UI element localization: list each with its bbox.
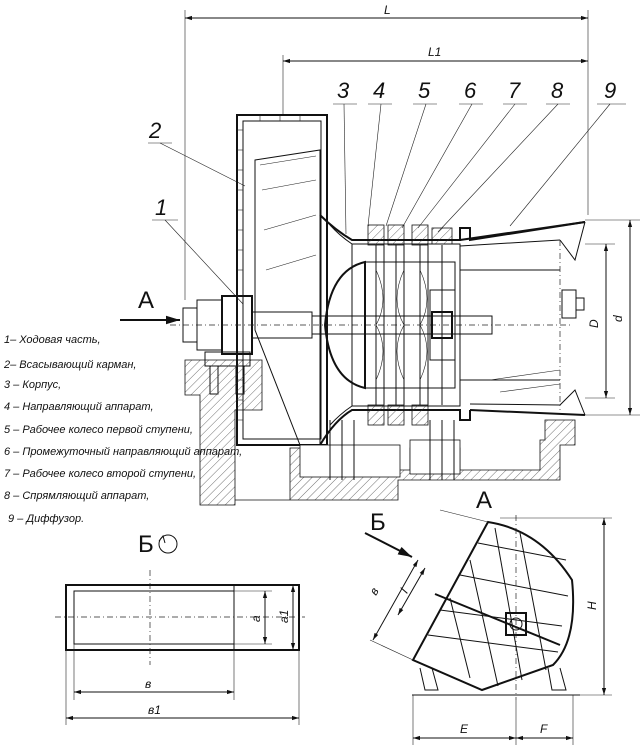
dimension-L: L <box>184 3 589 300</box>
dimension-L1: L1 <box>282 45 588 115</box>
view-arrow-A: A <box>120 287 180 325</box>
dim-L1-label: L1 <box>428 45 441 59</box>
legend-item-3: 3 – Корпус, <box>4 379 61 391</box>
legend-item-8: 8 – Спрямляющий аппарат, <box>4 490 149 502</box>
dim-L-label: L <box>384 3 391 17</box>
rotation-arrow-icon <box>158 534 166 544</box>
view-A: А Б в l <box>364 487 612 745</box>
dim-a1-label: a1 <box>277 610 291 623</box>
rotation-circle-icon <box>158 534 178 554</box>
legend: 1– Ходовая часть, 2– Всасывающий карман,… <box>3 334 242 525</box>
callout-9: 9 <box>604 78 616 103</box>
dim-H-label: H <box>585 601 599 610</box>
view-arrow-A-label: A <box>138 287 154 314</box>
housing <box>319 214 586 446</box>
dim-l-label: l <box>397 586 411 596</box>
callout-7: 7 <box>508 78 521 103</box>
foundation <box>184 359 576 506</box>
dimension-D: D <box>585 243 615 399</box>
callout-2: 2 <box>148 118 161 143</box>
view-B-title: Б <box>138 531 154 558</box>
dim-v-view-A-label: в <box>366 585 381 597</box>
legend-item-1: 1– Ходовая часть, <box>4 334 101 346</box>
legend-item-4: 4 – Направляющий аппарат, <box>4 401 154 413</box>
view-B: Б a a1 в в1 <box>55 531 305 725</box>
dim-v-label: в <box>145 677 151 691</box>
callout-numbers: 3 4 5 6 7 8 9 2 1 <box>148 78 616 220</box>
dim-a-label: a <box>249 615 263 622</box>
callout-8: 8 <box>551 78 564 103</box>
legend-item-7: 7 – Рабочее колесо второй ступени, <box>4 468 196 480</box>
dim-D-label: D <box>587 319 601 328</box>
legend-item-5: 5 – Рабочее колесо первой ступени, <box>4 424 193 436</box>
callout-4: 4 <box>373 78 385 103</box>
callout-3: 3 <box>337 78 350 103</box>
callout-5: 5 <box>418 78 431 103</box>
callout-1: 1 <box>155 195 167 220</box>
legend-item-2: 2– Всасывающий карман, <box>3 359 136 371</box>
dim-d-label: d <box>611 315 625 322</box>
section-B-label: Б <box>370 509 386 536</box>
callout-6: 6 <box>464 78 477 103</box>
legend-item-9: 9 – Диффузор. <box>8 513 84 525</box>
dim-E-label: E <box>460 722 469 736</box>
legend-item-6: 6 – Промежуточный направляющий аппарат, <box>4 446 242 458</box>
leader-lines <box>148 103 626 305</box>
impeller-stages <box>323 224 456 426</box>
main-section-view: L L1 3 4 5 6 7 8 9 2 1 <box>120 3 640 506</box>
suction-box-front <box>411 515 580 700</box>
dim-F-label: F <box>540 722 548 736</box>
view-A-title: А <box>476 487 492 514</box>
dimension-d: d <box>585 219 640 416</box>
dim-v1-label: в1 <box>148 703 161 717</box>
diffuser <box>459 221 586 416</box>
